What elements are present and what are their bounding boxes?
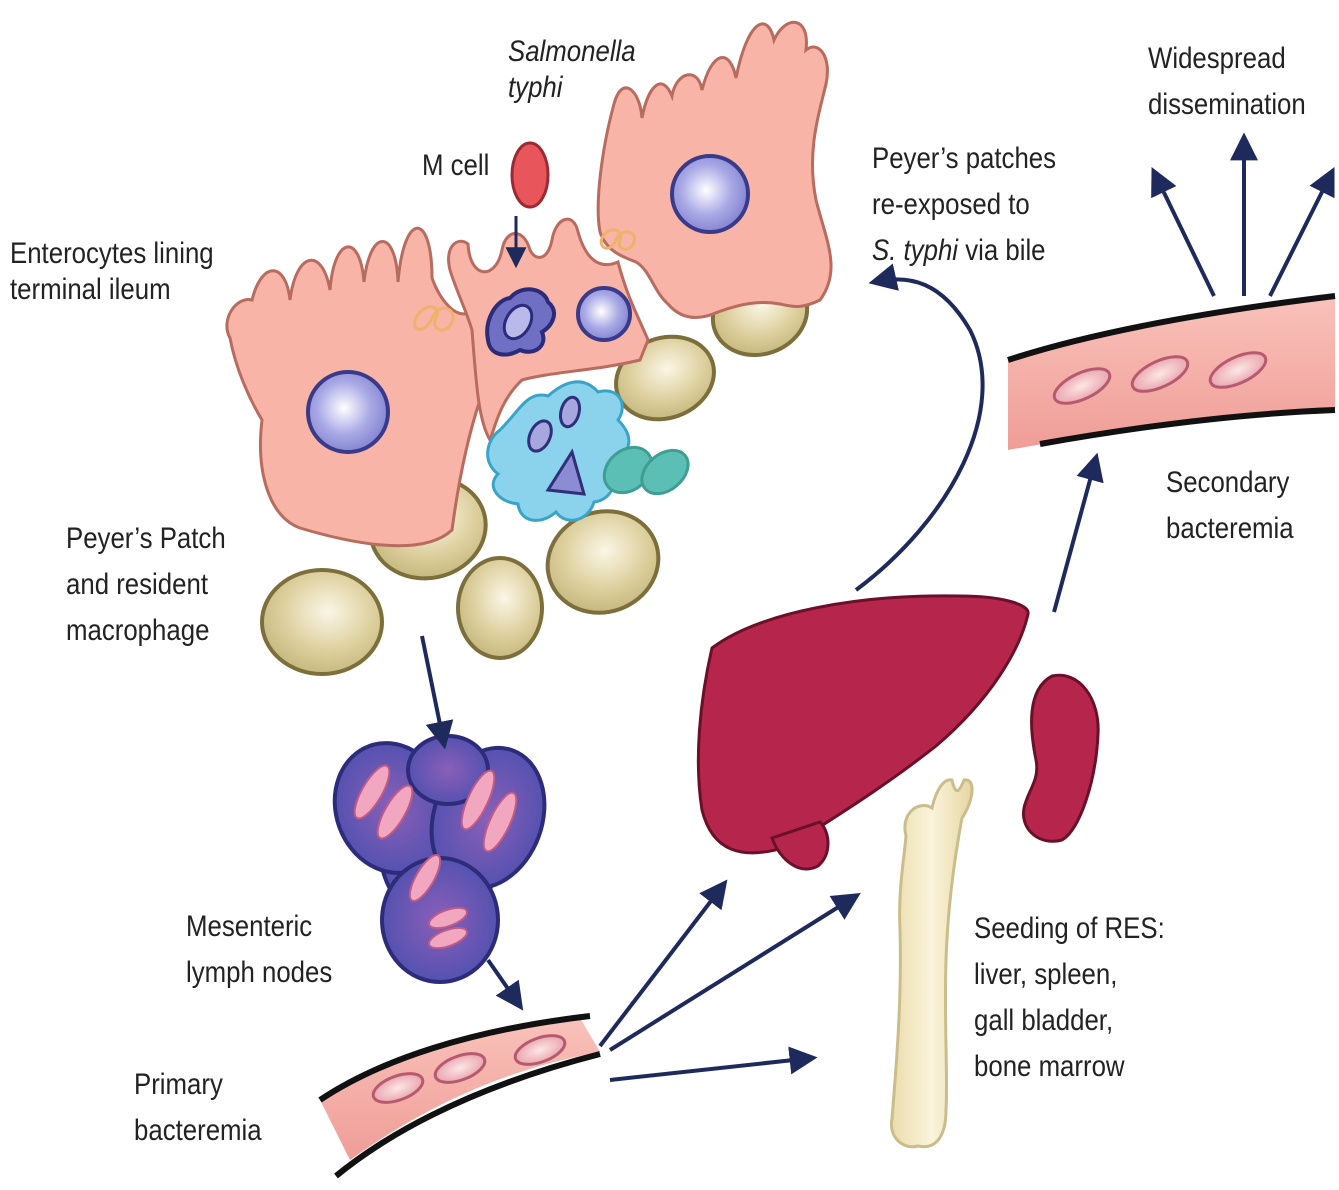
label-m-cell: M cell bbox=[422, 148, 489, 184]
arrow-to-secondary-bacteremia bbox=[1054, 458, 1096, 612]
label-enterocytes-line2: terminal ileum bbox=[10, 272, 214, 308]
label-peyers-reexposed: Peyer’s patches re-exposed to S. typhi v… bbox=[872, 136, 1056, 274]
label-mesenteric-line2: lymph nodes bbox=[186, 950, 332, 996]
arrow-dissemination-left bbox=[1154, 172, 1214, 296]
label-peyers-patch-line2: and resident bbox=[66, 562, 226, 608]
label-primary-line1: Primary bbox=[134, 1062, 262, 1108]
salmonella-bacterium bbox=[512, 143, 548, 207]
label-secondary-bacteremia: Secondary bacteremia bbox=[1166, 460, 1294, 552]
label-enterocytes-line1: Enterocytes lining bbox=[10, 236, 214, 272]
label-widespread-dissemination: Widespread dissemination bbox=[1148, 36, 1306, 128]
label-seeding-line1: Seeding of RES: bbox=[974, 906, 1165, 952]
label-reexposed-organism: S. typhi bbox=[872, 234, 958, 267]
liver bbox=[698, 596, 1028, 869]
label-enterocytes: Enterocytes lining terminal ileum bbox=[10, 236, 214, 308]
label-mesenteric-lymph-nodes: Mesenteric lymph nodes bbox=[186, 904, 332, 996]
arrow-dissemination-right bbox=[1270, 172, 1332, 296]
label-seeding-of-res: Seeding of RES: liver, spleen, gall blad… bbox=[974, 906, 1165, 1090]
arrow-bile-reexposure bbox=[856, 279, 983, 590]
arrow-to-liver bbox=[600, 884, 724, 1046]
label-secondary-line1: Secondary bbox=[1166, 460, 1294, 506]
label-widespread-line1: Widespread bbox=[1148, 36, 1306, 82]
bone bbox=[891, 780, 972, 1147]
label-seeding-line4: bone marrow bbox=[974, 1044, 1165, 1090]
mesenteric-lymph-nodes bbox=[317, 727, 564, 982]
secondary-bloodstream-vessel bbox=[1008, 296, 1335, 450]
label-peyers-patch: Peyer’s Patch and resident macrophage bbox=[66, 516, 226, 654]
label-primary-bacteremia: Primary bacteremia bbox=[134, 1062, 262, 1154]
arrow-patch-to-nodes bbox=[422, 636, 444, 744]
arrow-nodes-to-bloodstream bbox=[488, 960, 520, 1006]
arrow-to-marrow bbox=[610, 1058, 812, 1080]
label-primary-line2: bacteremia bbox=[134, 1108, 262, 1154]
label-seeding-line3: gall bladder, bbox=[974, 998, 1165, 1044]
label-widespread-line2: dissemination bbox=[1148, 82, 1306, 128]
label-salmonella-typhi: Salmonella typhi bbox=[508, 34, 636, 106]
resident-macrophage bbox=[488, 382, 629, 521]
label-m-cell-text: M cell bbox=[422, 148, 489, 184]
label-reexposed-line3: S. typhi via bile bbox=[872, 228, 1056, 274]
primary-bloodstream-vessel bbox=[320, 1016, 600, 1176]
label-reexposed-line1: Peyer’s patches bbox=[872, 136, 1056, 182]
label-reexposed-via-bile: via bile bbox=[958, 234, 1045, 267]
spleen bbox=[1023, 675, 1098, 841]
label-salmonella-line2: typhi bbox=[508, 70, 636, 106]
label-salmonella-line1: Salmonella bbox=[508, 34, 636, 70]
label-seeding-line2: liver, spleen, bbox=[974, 952, 1165, 998]
label-reexposed-line2: re-exposed to bbox=[872, 182, 1056, 228]
label-peyers-patch-line3: macrophage bbox=[66, 608, 226, 654]
label-peyers-patch-line1: Peyer’s Patch bbox=[66, 516, 226, 562]
arrow-to-bone bbox=[610, 896, 856, 1050]
label-secondary-line2: bacteremia bbox=[1166, 506, 1294, 552]
label-mesenteric-line1: Mesenteric bbox=[186, 904, 332, 950]
